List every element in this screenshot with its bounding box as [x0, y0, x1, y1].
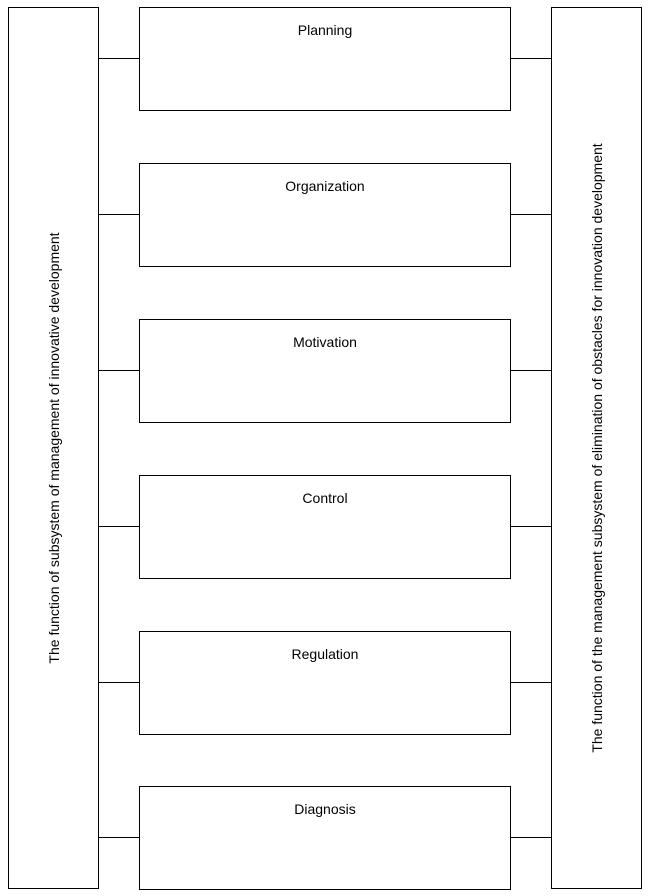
right-subsystem-label: The function of the management subsystem…	[588, 143, 605, 753]
left-subsystem-panel: The function of subsystem of management …	[8, 7, 99, 889]
function-box-planning: Planning	[139, 7, 511, 111]
connector-left-diagnosis	[99, 837, 139, 838]
connector-left-motivation	[99, 370, 139, 371]
function-box-regulation: Regulation	[139, 631, 511, 735]
connector-left-regulation	[99, 682, 139, 683]
function-label: Planning	[297, 22, 353, 38]
function-box-organization: Organization	[139, 163, 511, 267]
right-subsystem-panel: The function of the management subsystem…	[551, 7, 642, 889]
connector-right-control	[511, 526, 551, 527]
function-label: Motivation	[293, 334, 357, 350]
function-label: Diagnosis	[294, 801, 356, 817]
connector-left-organization	[99, 214, 139, 215]
connector-right-regulation	[511, 682, 551, 683]
function-label: Control	[302, 490, 348, 506]
connector-left-control	[99, 526, 139, 527]
function-label: Regulation	[291, 646, 359, 662]
connector-right-motivation	[511, 370, 551, 371]
function-box-diagnosis: Diagnosis	[139, 786, 511, 890]
function-box-control: Control	[139, 475, 511, 579]
connector-right-organization	[511, 214, 551, 215]
connector-right-planning	[511, 58, 551, 59]
left-subsystem-label: The function of subsystem of management …	[45, 232, 62, 664]
connector-left-planning	[99, 58, 139, 59]
connector-right-diagnosis	[511, 837, 551, 838]
function-box-motivation: Motivation	[139, 319, 511, 423]
function-label: Organization	[285, 178, 365, 194]
